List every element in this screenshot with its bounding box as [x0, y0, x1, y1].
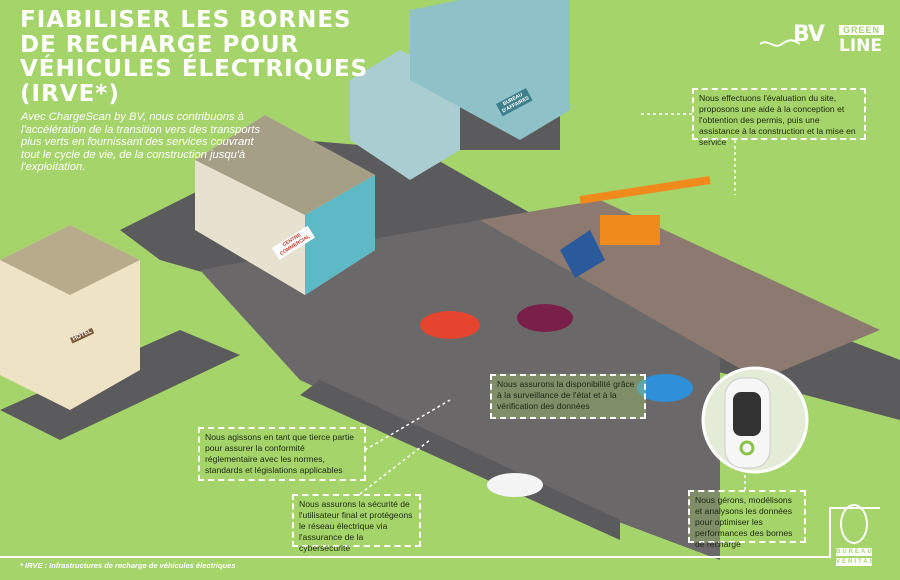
callout-site-assessment: Nous effectuons l'évaluation du site, pr…: [692, 88, 866, 147]
car-red: [420, 311, 480, 339]
road-left: [0, 330, 240, 440]
callout-connectors: [359, 113, 746, 495]
mall-roof: [195, 115, 375, 215]
hotel-roof: [0, 225, 140, 295]
solar-panel: [560, 230, 605, 278]
car-purple: [517, 304, 573, 332]
callout-security: Nous assurons la sécurité de l'utilisate…: [292, 494, 421, 553]
bureau-veritas-seal-icon: [840, 504, 868, 544]
page-title: FIABILISER LES BORNES DE RECHARGE POUR V…: [20, 7, 369, 107]
callout-compliance: Nous agissons en tant que tierce partie …: [198, 427, 366, 481]
callout-availability: Nous assurons la disponibilité grâce à l…: [490, 374, 646, 419]
crane-arm: [579, 176, 711, 204]
office-building-tall: [410, 0, 570, 140]
road-bottom: [300, 380, 620, 540]
crane-truck: [600, 215, 660, 245]
intro-text: Avec ChargeScan by BV, nous contribuons …: [21, 111, 261, 174]
plaza: [200, 220, 720, 560]
wave-icon: [760, 39, 800, 47]
footnote: * IRVE : Infrastructures de recharge de …: [20, 561, 236, 570]
charger-plug-icon: [739, 440, 755, 456]
car-blue: [637, 374, 693, 402]
bureau-veritas-logo: BUREAU VERITAS: [836, 504, 874, 576]
car-white: [487, 473, 543, 497]
mall-windows: [305, 175, 375, 295]
charger-screen: [733, 392, 761, 436]
callout-data: Nous gérons, modélisons et analysons les…: [688, 490, 806, 549]
